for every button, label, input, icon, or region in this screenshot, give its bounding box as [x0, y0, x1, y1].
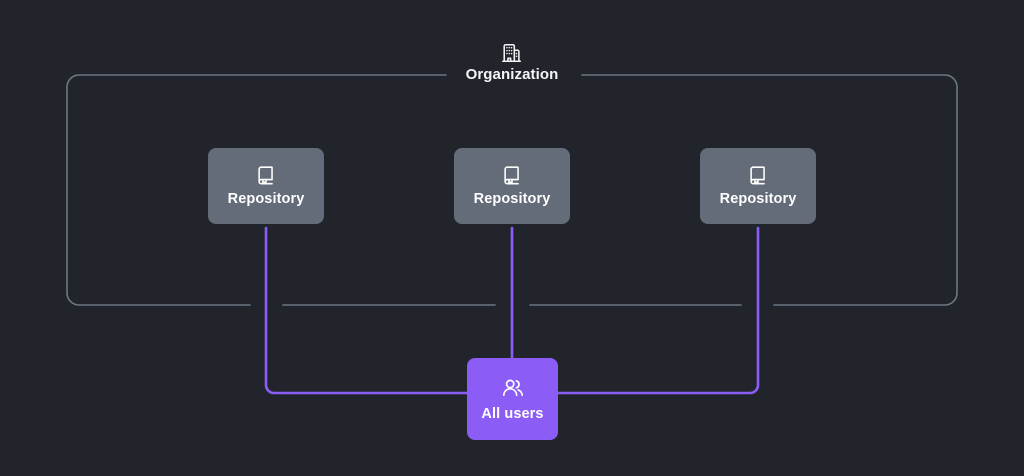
- organization-building-icon: [501, 42, 523, 64]
- organization-label: Organization: [465, 66, 559, 83]
- repository-label: Repository: [719, 191, 797, 207]
- organization-title: Organization: [451, 42, 573, 84]
- all-users-label: All users: [481, 405, 544, 422]
- repository-label: Repository: [227, 191, 305, 207]
- repository-label: Repository: [473, 191, 551, 207]
- repository-card-2[interactable]: Repository: [454, 148, 570, 224]
- all-users-card[interactable]: All users: [467, 358, 558, 440]
- repository-book-icon: [747, 164, 769, 186]
- repository-card-3[interactable]: Repository: [700, 148, 816, 224]
- repository-book-icon: [501, 164, 523, 186]
- organization-group: Organization: [67, 42, 957, 305]
- repository-card-1[interactable]: Repository: [208, 148, 324, 224]
- users-people-icon: [501, 376, 525, 400]
- repository-book-icon: [255, 164, 277, 186]
